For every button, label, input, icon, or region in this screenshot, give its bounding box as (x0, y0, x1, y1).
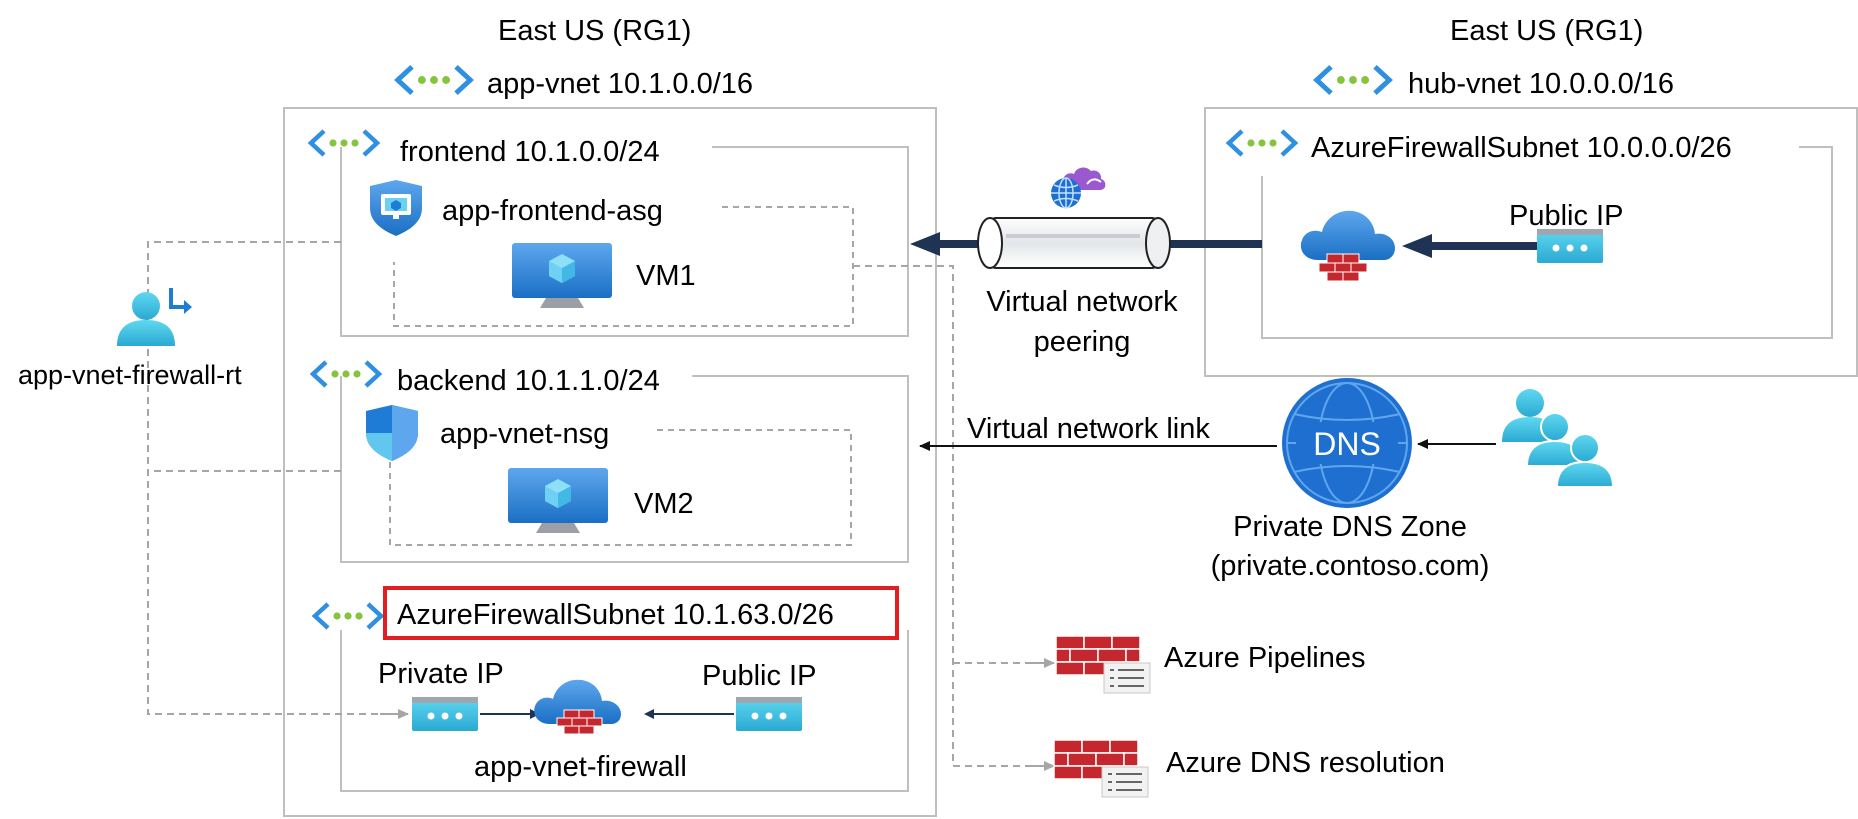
users-icon (1502, 389, 1615, 488)
application-security-group-icon (370, 180, 422, 236)
route-table-lines (147, 241, 400, 715)
app-vnet-icon (394, 64, 474, 96)
pipelines-rule-icon (1055, 635, 1151, 694)
private-dns-zone-icon (1282, 378, 1412, 508)
app-firewall-label: app-vnet-firewall (474, 751, 687, 783)
hub-firewall-subnet-box (1261, 146, 1833, 339)
dns-resolution-label: Azure DNS resolution (1166, 747, 1445, 779)
dns-zone-name: (private.contoso.com) (1210, 550, 1490, 582)
frontend-vnet-icon (307, 129, 381, 157)
app-vnet-box (283, 107, 937, 817)
vnet-link-label: Virtual network link (967, 413, 1210, 445)
backend-subnet-label: backend 10.1.1.0/24 (397, 365, 660, 397)
app-firewall-icon (534, 679, 621, 735)
vm1-label: VM1 (636, 260, 696, 292)
hub-vnet-label: hub-vnet 10.0.0.0/16 (1408, 68, 1675, 100)
app-vnet-label: app-vnet 10.1.0.0/16 (487, 68, 754, 100)
app-firewall-subnet-label: AzureFirewallSubnet 10.1.63.0/26 (397, 599, 834, 631)
hub-firewall-subnet-label: AzureFirewallSubnet 10.0.0.0/26 (1311, 132, 1732, 164)
app-region-label: East US (RG1) (498, 15, 692, 47)
network-security-group-icon (366, 405, 418, 461)
dns-resolution-rule-icon (1053, 739, 1149, 798)
rule-lines (853, 265, 1040, 767)
app-firewall-subnet-vnet-icon (311, 602, 385, 630)
peering-label-line1: Virtual network (986, 286, 1178, 318)
asg-dashed-box (393, 206, 854, 327)
nsg-dashed-box (389, 429, 852, 546)
firewall-subnet-box (340, 630, 909, 792)
app-public-ip-icon (736, 697, 802, 731)
vm2-label: VM2 (634, 488, 694, 520)
hub-firewall-subnet-vnet-icon (1225, 129, 1299, 157)
hub-region-label: East US (RG1) (1450, 15, 1644, 47)
asg-label: app-frontend-asg (442, 195, 663, 227)
dns-badge-label: DNS (1313, 426, 1381, 462)
peering-tube (977, 217, 1171, 269)
vm2-icon (508, 468, 608, 533)
nsg-label: app-vnet-nsg (440, 418, 610, 450)
hub-public-ip-arrowhead (1402, 234, 1432, 258)
route-table-label: app-vnet-firewall-rt (18, 360, 242, 390)
hub-vnet-icon (1313, 64, 1393, 96)
frontend-subnet-box (340, 146, 909, 337)
peering-icon (1051, 167, 1106, 209)
backend-vnet-icon (309, 360, 383, 388)
private-ip-label: Private IP (378, 658, 504, 690)
peering-label-line2: peering (1033, 326, 1131, 358)
app-public-ip-label: Public IP (702, 660, 817, 692)
vm1-icon (512, 243, 612, 308)
app-private-ip-icon (412, 697, 478, 731)
peering-arrowhead (910, 232, 940, 256)
backend-subnet-box (340, 375, 909, 563)
hub-public-ip-label: Public IP (1509, 200, 1624, 232)
hub-public-ip-icon (1537, 229, 1603, 263)
pipelines-label: Azure Pipelines (1164, 642, 1366, 674)
hub-firewall-icon (1300, 210, 1395, 282)
dns-zone-label: Private DNS Zone (1233, 511, 1467, 543)
route-table-icon (117, 288, 192, 346)
highlighted-subnet-box (383, 586, 899, 640)
frontend-subnet-label: frontend 10.1.0.0/24 (400, 136, 660, 168)
